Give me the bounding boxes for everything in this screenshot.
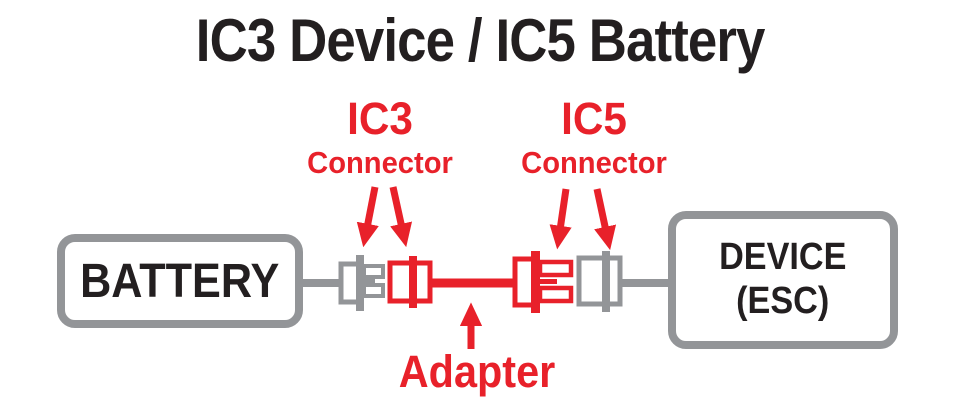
- ic5-plug-icon: [512, 251, 574, 313]
- ic5-callout: IC5 Connector: [521, 96, 667, 178]
- ic3-callout: IC3 Connector: [307, 96, 453, 178]
- battery-label: BATTERY: [80, 254, 280, 308]
- page-title-text: IC3 Device / IC5 Battery: [195, 7, 766, 74]
- ic3-label: IC3: [347, 93, 413, 144]
- device-label-line1: DEVICE: [719, 236, 847, 279]
- ic5-arrow-right-icon: [593, 188, 617, 251]
- ic3-arrow-left-icon: [356, 186, 379, 248]
- ic3-arrow-right-icon: [389, 186, 413, 248]
- ic3-socket-icon: [387, 256, 433, 308]
- device-label-line2: (ESC): [736, 280, 830, 322]
- page-title: IC3 Device / IC5 Battery: [0, 6, 960, 75]
- ic5-socket-icon: [576, 251, 623, 312]
- adapter-label: Adapter: [398, 346, 556, 397]
- battery-box: BATTERY: [57, 234, 303, 328]
- ic5-arrow-left-icon: [549, 188, 572, 250]
- ic5-connector-label: Connector: [521, 145, 667, 180]
- ic3-plug-icon: [338, 255, 385, 311]
- ic5-label: IC5: [561, 93, 627, 144]
- ic3-connector-label: Connector: [307, 145, 453, 180]
- device-box: DEVICE (ESC): [668, 211, 898, 349]
